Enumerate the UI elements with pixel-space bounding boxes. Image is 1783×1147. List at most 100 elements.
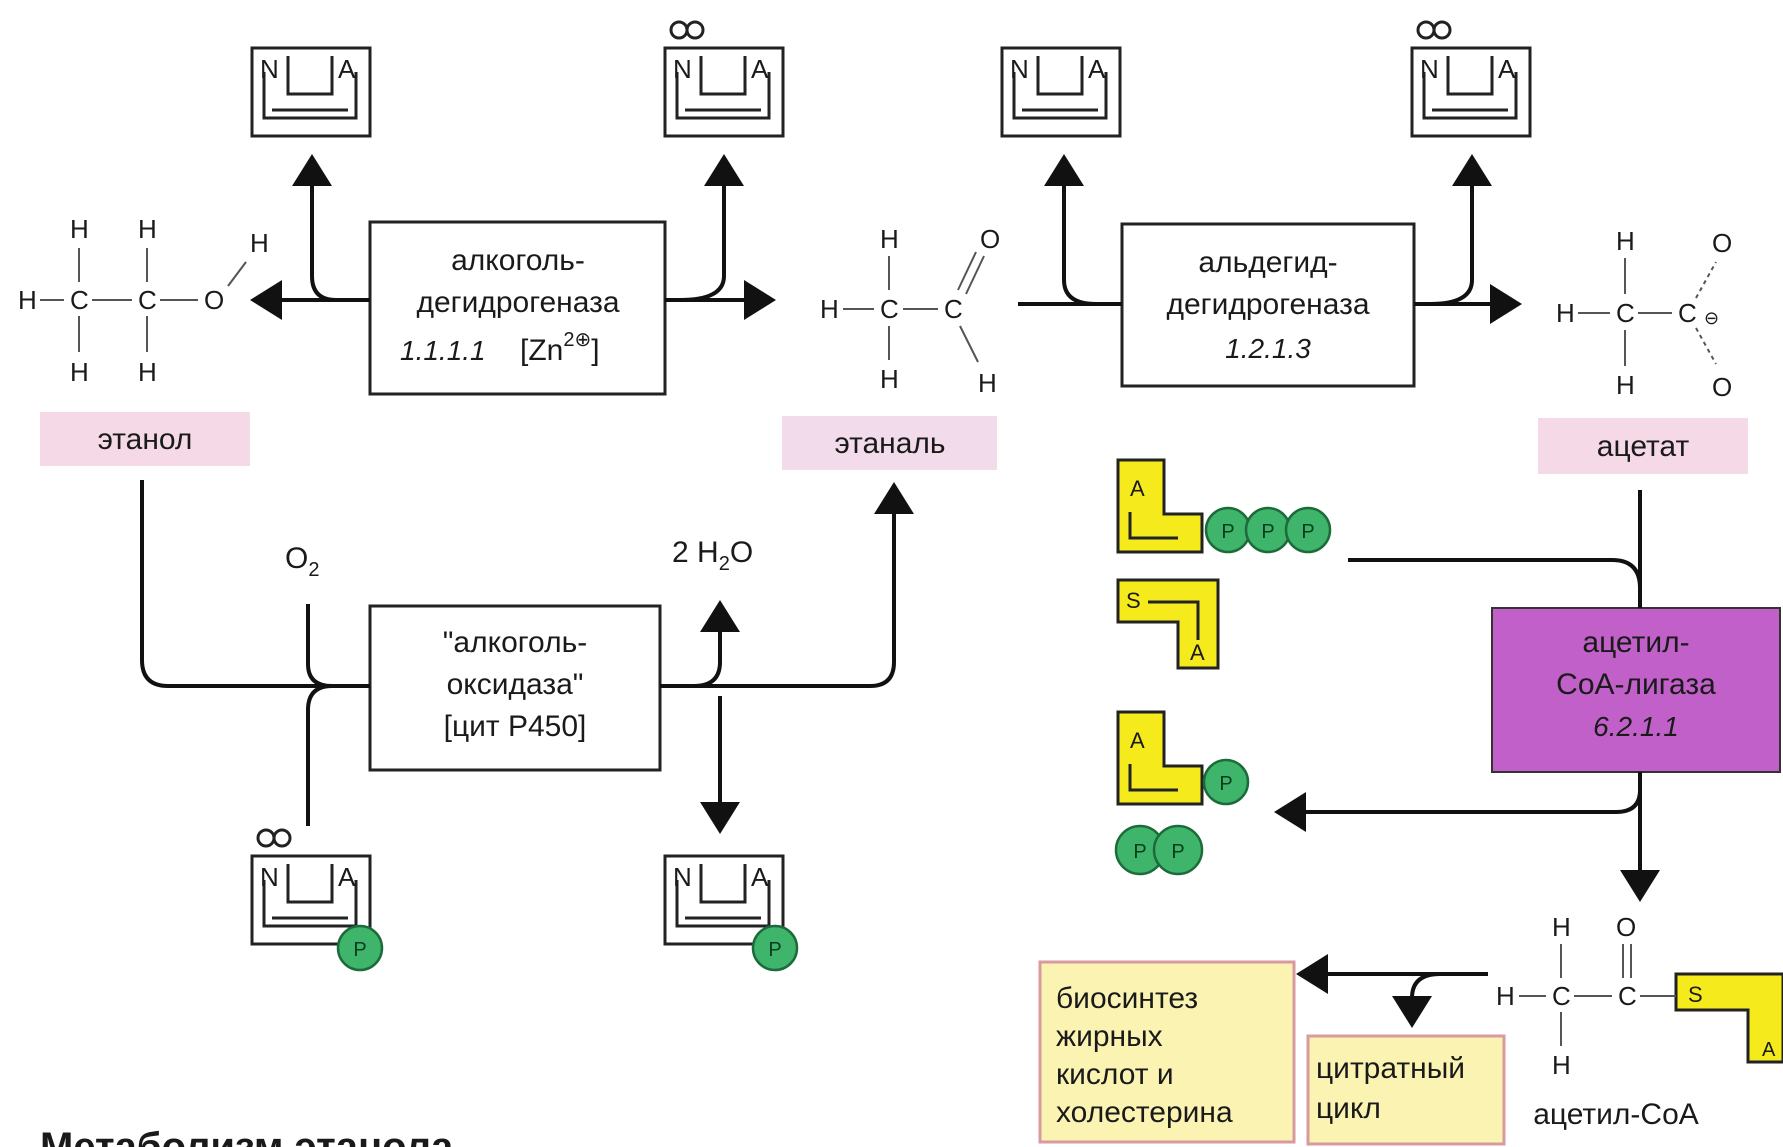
svg-text:N: N (673, 54, 692, 84)
diagram-caption: Метаболизм этанола (40, 1125, 454, 1147)
svg-text:O: O (980, 224, 1000, 254)
svg-text:H: H (820, 294, 839, 324)
atp-icon: A P P P (1116, 458, 1332, 554)
biosynthesis-line3: кислот и (1056, 1058, 1174, 1091)
svg-text:H: H (978, 368, 997, 398)
nad-oxidized-top-2: N A (1000, 46, 1122, 138)
svg-text:P: P (1301, 521, 1314, 543)
oxygen-label: O2 (285, 542, 319, 581)
svg-text:O: O (1712, 372, 1732, 402)
svg-text:A: A (1762, 1039, 1776, 1061)
citrate-line1: цитратный (1316, 1052, 1465, 1085)
ethanol-label-bg (40, 412, 250, 466)
adh-cofactor: [Zn2⊕] (520, 329, 600, 367)
ligase-ec-number: 6.2.1.1 (1593, 711, 1679, 742)
ligase-enzyme-box (1491, 607, 1781, 773)
svg-text:C: C (1616, 298, 1635, 328)
svg-text:A: A (1130, 476, 1145, 501)
acetyl-coa-label: ацетил-CoA (1533, 1098, 1699, 1131)
citrate-line2: цикл (1316, 1092, 1381, 1125)
meos-name-line2: оксидаза" (447, 668, 584, 701)
biosynthesis-box (1038, 960, 1296, 1144)
citrate-cycle-box (1306, 1034, 1506, 1146)
adh-name-line2: дегидрогеназа (416, 286, 619, 319)
svg-text:H: H (1556, 298, 1575, 328)
svg-text:O: O (204, 285, 224, 315)
ligase-name-line2: CoA-лигаза (1556, 668, 1716, 701)
adh-name-line1: алкоголь- (451, 244, 585, 277)
svg-text:N: N (260, 862, 279, 892)
svg-text:H: H (18, 285, 37, 315)
svg-text:H: H (1616, 370, 1635, 400)
svg-text:H: H (70, 214, 89, 244)
svg-text:A: A (1088, 54, 1106, 84)
adh-enzyme-box (368, 220, 667, 396)
ligase-name-line1: ацетил- (1582, 626, 1689, 659)
svg-text:N: N (260, 54, 279, 84)
ethanal-label: этаналь (834, 427, 945, 460)
pyrophosphate-icon: P P (1114, 824, 1204, 876)
aldh-name-line2: дегидрогеназа (1166, 288, 1369, 321)
aldh-name-line1: альдегид- (1198, 246, 1337, 279)
svg-text:P: P (768, 939, 781, 961)
svg-text:H: H (880, 224, 899, 254)
biosynthesis-line2: жирных (1056, 1020, 1163, 1053)
svg-text:P: P (1171, 841, 1184, 863)
arrow-ligase-to-amp (1274, 772, 1642, 832)
arrow-nad-consumed-1 (292, 154, 337, 302)
svg-text:N: N (1010, 54, 1029, 84)
svg-text:P: P (1221, 521, 1234, 543)
svg-text:S: S (1126, 588, 1141, 613)
svg-text:⊖: ⊖ (1704, 308, 1719, 328)
line-nadph-in (306, 684, 333, 826)
svg-text:A: A (751, 54, 769, 84)
svg-text:C: C (944, 294, 963, 324)
acetate-structure: H H C C H O O ⊖ (1556, 226, 1732, 402)
svg-text:C: C (1552, 981, 1571, 1011)
line-ethanol-to-meos (140, 480, 370, 688)
ethanal-structure: H H C C H O H (820, 224, 1000, 398)
ethanal-label-bg (782, 416, 997, 470)
svg-text:P: P (1219, 773, 1232, 795)
nad-oxidized-top-1: N A (250, 46, 372, 138)
svg-text:P: P (1133, 841, 1146, 863)
svg-text:C: C (1678, 298, 1697, 328)
svg-text:N: N (1420, 54, 1439, 84)
svg-text:P: P (1261, 521, 1274, 543)
arrow-water-out (693, 600, 740, 688)
line-atp-to-ligase (1348, 558, 1642, 589)
nadp-bottom: N A P (663, 854, 799, 972)
svg-text:C: C (1618, 981, 1637, 1011)
svg-text:A: A (751, 862, 769, 892)
meos-name-line1: "алкоголь- (443, 626, 587, 659)
svg-text:H: H (138, 357, 157, 387)
arrow-nad-consumed-2 (1044, 154, 1097, 306)
svg-text:H: H (1616, 226, 1635, 256)
svg-text:H: H (1552, 1050, 1571, 1080)
adh-ec-number: 1.1.1.1 (400, 335, 486, 366)
arrow-meos-to-ethanal (660, 482, 914, 688)
biosynthesis-line1: биосинтез (1056, 982, 1198, 1015)
ethanol-label: этанол (98, 423, 193, 456)
acetate-label-bg (1538, 418, 1748, 474)
svg-text:H: H (250, 228, 269, 258)
svg-text:O: O (1712, 228, 1732, 258)
arrow-nadh-released-1 (679, 154, 744, 302)
arrow-acetylcoa-to-citrate (1392, 972, 1441, 1028)
ethanol-structure: H H H H C C O H H (18, 214, 269, 387)
acetyl-coa-structure: H H C C H O S A (1496, 912, 1783, 1080)
svg-text:H: H (1552, 912, 1571, 942)
svg-text:H: H (880, 364, 899, 394)
svg-text:S: S (1688, 982, 1703, 1007)
svg-text:O: O (1616, 912, 1636, 942)
coa-icon: S A (1116, 578, 1220, 670)
svg-text:C: C (880, 294, 899, 324)
svg-text:H: H (70, 357, 89, 387)
svg-text:A: A (338, 862, 356, 892)
svg-text:C: C (70, 285, 89, 315)
acetate-label: ацетат (1597, 430, 1690, 463)
svg-text:N: N (673, 862, 692, 892)
meos-name-line3: [цит P450] (444, 710, 587, 743)
biosynthesis-line4: холестерина (1056, 1096, 1233, 1129)
aldh-enzyme-box (1120, 222, 1416, 388)
